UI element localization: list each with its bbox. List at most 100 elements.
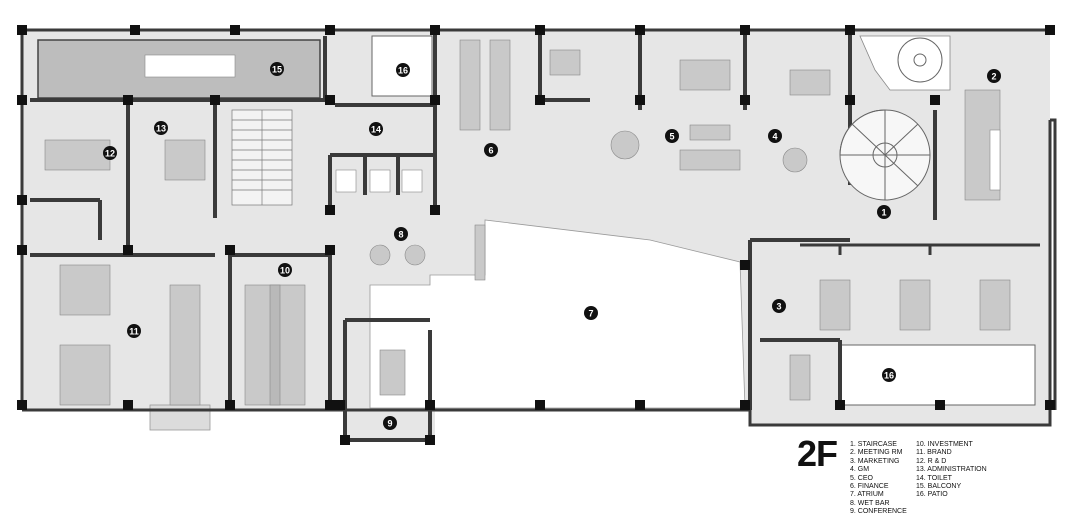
room-marker-dot: [772, 299, 786, 313]
column: [210, 95, 220, 105]
legend-item: 3. MARKETING: [850, 457, 900, 465]
column: [425, 400, 435, 410]
atrium-void: [369, 219, 746, 409]
legend-column-1: 1. STAIRCASE 2. MEETING RM 3. MARKETING …: [850, 441, 907, 517]
column: [535, 400, 545, 410]
column: [930, 95, 940, 105]
column: [225, 400, 235, 410]
column: [1045, 400, 1055, 410]
column: [17, 25, 27, 35]
partitions: [800, 243, 1040, 255]
legend-item: 1. STAIRCASE: [850, 441, 897, 448]
room-number: 13: [156, 124, 166, 134]
legend-item: 11. BRAND: [916, 449, 952, 457]
column: [123, 245, 133, 255]
column: [740, 95, 750, 105]
column: [17, 245, 27, 255]
room-number: 10: [280, 266, 290, 276]
column: [340, 435, 350, 445]
column: [535, 25, 545, 35]
legend-item: 15. BALCONY: [916, 483, 962, 491]
room-marker-dot: [768, 129, 782, 143]
room-number: 1: [881, 208, 886, 218]
column: [740, 400, 750, 410]
column: [430, 95, 440, 105]
room-number: 6: [488, 146, 493, 156]
room-number: 12: [105, 149, 115, 159]
room-number: 16: [398, 66, 408, 76]
room-marker-dot: [278, 263, 292, 277]
room-number: 8: [398, 230, 403, 240]
main-staircase: [231, 109, 293, 206]
room-number: 4: [772, 132, 777, 142]
column: [325, 25, 335, 35]
column: [123, 95, 133, 105]
legend-item: 12. R & D: [916, 457, 947, 465]
column: [430, 25, 440, 35]
legend-item: 7. ATRIUM: [850, 491, 884, 499]
spiral-staircase: [839, 37, 943, 201]
column: [225, 245, 235, 255]
column: [325, 400, 335, 410]
room-marker-dot: [127, 324, 141, 338]
column: [635, 95, 645, 105]
column: [17, 95, 27, 105]
floor-label: 2F: [797, 433, 838, 474]
legend-item: 8. WET BAR: [850, 499, 890, 507]
legend-item: 13. ADMINISTRATION: [916, 466, 987, 474]
column: [635, 25, 645, 35]
legend-column-2: 10. INVESTMENT 11. BRAND 12. R & D 13. A…: [916, 441, 987, 500]
room-marker-dot: [103, 146, 117, 160]
legend-item: 9. CONFERENCE: [850, 508, 907, 516]
room-number: 11: [129, 327, 139, 337]
furniture: [44, 39, 1011, 406]
patio-lower: [839, 344, 1036, 406]
column: [740, 260, 750, 270]
legend-item: 5. CEO: [850, 474, 873, 482]
legend-item: 16. PATIO: [916, 491, 948, 499]
room-number: 16: [884, 371, 894, 381]
column: [845, 95, 855, 105]
room-number: 14: [371, 125, 381, 135]
room-number: 3: [776, 302, 781, 312]
column: [425, 435, 435, 445]
room-marker-dot: [369, 122, 383, 136]
room-marker-dot: [154, 121, 168, 135]
room-marker-dot: [877, 205, 891, 219]
room-number: 2: [991, 72, 996, 82]
room-number: 7: [588, 309, 593, 319]
column: [123, 400, 133, 410]
column: [335, 400, 345, 410]
column: [535, 95, 545, 105]
room-number: 5: [669, 132, 674, 142]
legend-item: 14. TOILET: [916, 474, 952, 482]
column: [845, 25, 855, 35]
legend-item: 10. INVESTMENT: [916, 441, 973, 448]
room-marker-dot: [396, 63, 410, 77]
room-marker-dot: [584, 306, 598, 320]
room-number: 9: [387, 419, 392, 429]
legend-item: 2. MEETING RM: [850, 449, 903, 457]
column: [935, 400, 945, 410]
room-marker-dot: [394, 227, 408, 241]
column: [325, 95, 335, 105]
column: [430, 205, 440, 215]
room-marker-dot: [383, 416, 397, 430]
column: [325, 245, 335, 255]
room-marker-dot: [270, 62, 284, 76]
column: [835, 400, 845, 410]
column: [1045, 25, 1055, 35]
legend-item: 4. GM: [850, 466, 870, 474]
room-marker-dot: [484, 143, 498, 157]
room-marker-dot: [665, 129, 679, 143]
legend-item: 6. FINANCE: [850, 483, 889, 491]
room-marker-dot: [882, 368, 896, 382]
room-number: 15: [272, 65, 282, 75]
column: [740, 25, 750, 35]
column: [17, 195, 27, 205]
column: [17, 400, 27, 410]
column: [130, 25, 140, 35]
column: [325, 205, 335, 215]
